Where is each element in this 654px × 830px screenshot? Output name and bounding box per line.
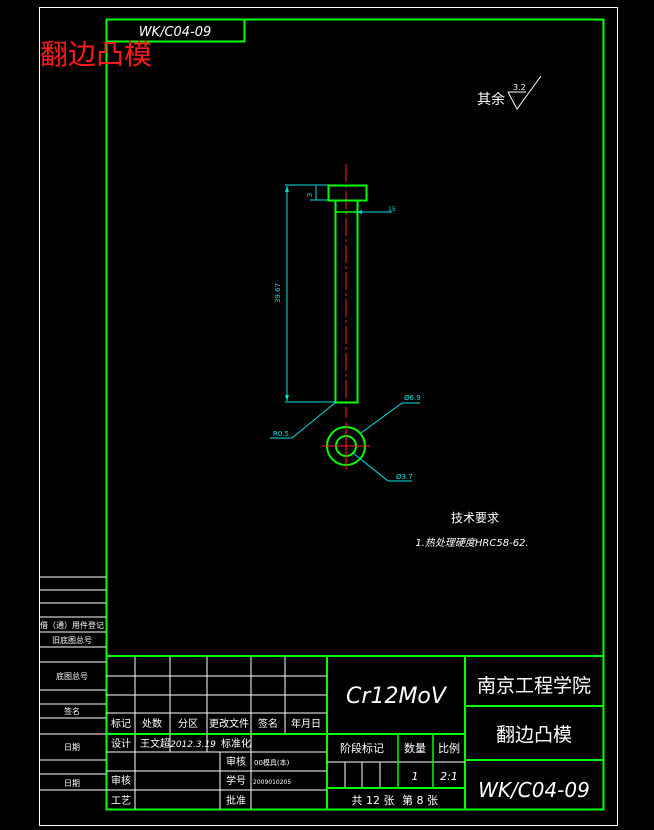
roughness-symbol-icon	[507, 75, 542, 110]
code-box	[105, 18, 246, 43]
dim-head-width: 15	[388, 206, 396, 213]
scale-label: 比例	[438, 741, 460, 755]
strip-row3: 底图总号	[56, 671, 88, 681]
code-top: WK/C04-09	[139, 25, 212, 40]
sheet-total: 共 12 张	[352, 794, 395, 807]
tech-line1: 1.热处理硬度HRC58-62.	[415, 537, 528, 549]
sheet-number: 第 8 张	[402, 793, 438, 807]
end-view	[322, 422, 370, 470]
id-val: 2009010205	[253, 779, 291, 786]
part-name: 翻边凸模	[496, 724, 572, 746]
stage-label: 阶段标记	[340, 741, 384, 755]
approve-label: 批准	[226, 794, 246, 807]
leader-outer	[360, 402, 420, 434]
qty-label: 数量	[404, 742, 426, 755]
leader-radius	[270, 401, 337, 439]
designer: 王文超	[140, 737, 170, 750]
hdr-doc: 更改文件	[209, 717, 249, 730]
title-block-grid	[106, 655, 603, 810]
strip-row1: 借（通）用件登记	[40, 620, 104, 630]
hdr-date: 年月日	[291, 717, 321, 730]
outer-frame	[39, 7, 618, 826]
hdr-sign: 签名	[258, 717, 278, 730]
id-label: 学号	[226, 774, 246, 787]
strip-row4: 签名	[64, 706, 80, 716]
verify-label: 审核	[226, 755, 246, 768]
strip-row6: 日期	[64, 779, 80, 788]
left-strip-grid	[39, 576, 106, 791]
dim-length: 39.67	[274, 283, 282, 303]
drawing-number: WK/C04-09	[478, 778, 590, 802]
leader-inner	[352, 452, 412, 482]
head-height-dimension	[310, 186, 328, 201]
head-width-dimension	[357, 210, 392, 214]
scale-value: 2:1	[440, 770, 458, 783]
drawing-border	[105, 18, 605, 811]
design-label: 设计	[111, 737, 131, 750]
dim-top-small: 3	[306, 193, 314, 197]
tech-title: 技术要求	[451, 511, 499, 525]
dim-radius: R0.5	[273, 430, 289, 438]
verify-val: 00模具(本)	[254, 758, 290, 767]
proc-label: 工艺	[111, 795, 131, 807]
length-dimension	[285, 184, 335, 403]
dim-dia-inner: Ø3.7	[396, 473, 413, 481]
hdr-mark: 标记	[111, 718, 131, 730]
strip-row5: 日期	[64, 743, 80, 752]
strip-row2: 旧底图总号	[52, 635, 92, 645]
dim-dia-outer: Ø6.9	[404, 394, 421, 402]
hdr-zone: 分区	[178, 718, 198, 730]
std-label: 标准化	[221, 737, 251, 750]
red-title: 翻边凸模	[40, 38, 152, 71]
punch-head	[327, 184, 368, 202]
qty-value: 1	[412, 770, 419, 783]
material: Cr12MoV	[346, 684, 448, 709]
review-label: 审核	[111, 774, 131, 787]
punch-shank	[334, 199, 359, 404]
design-date: 2012.3.19	[170, 740, 216, 750]
roughness-value: 3.2	[513, 83, 526, 92]
school: 南京工程学院	[477, 675, 591, 697]
roughness-prefix: 其余	[477, 91, 505, 108]
hdr-count: 处数	[142, 717, 162, 730]
